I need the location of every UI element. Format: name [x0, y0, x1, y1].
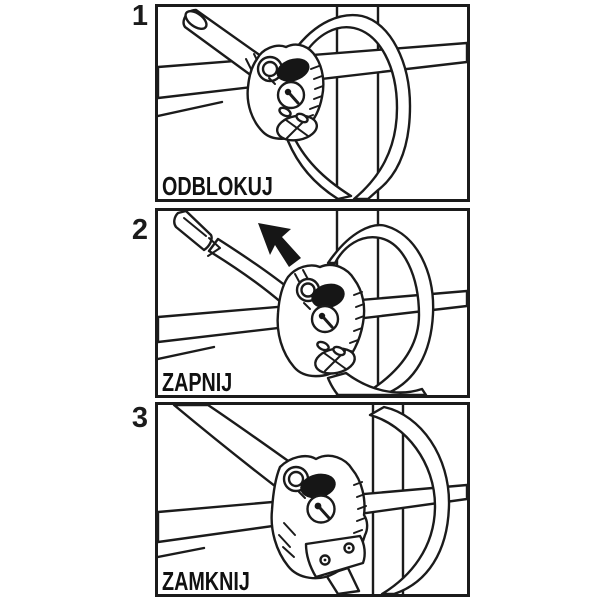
strap-tail — [326, 371, 428, 395]
strap-being-pulled — [173, 211, 294, 306]
step-1-number: 1 — [131, 0, 148, 32]
rack-post — [335, 7, 380, 199]
ratchet-drum — [275, 106, 319, 142]
lock-knob — [311, 283, 345, 309]
step-2-number: 2 — [131, 214, 148, 246]
pull-arrow-icon — [258, 223, 301, 267]
clamp-unlock-illustration — [158, 7, 467, 199]
lock-dial — [298, 491, 336, 524]
strap-loop — [292, 13, 412, 199]
lock-collar — [282, 465, 310, 493]
step-3-panel: ZAMKNIJ — [155, 402, 470, 597]
step-2-panel: ZAPNIJ — [155, 208, 470, 398]
clamp-fasten-illustration — [158, 211, 467, 395]
lock-dial — [303, 302, 340, 334]
step-2-label: ZAPNIJ — [162, 367, 233, 397]
lock-dial — [268, 77, 306, 110]
lock-knob — [300, 473, 336, 499]
step-1-label: ODBLOKUJ — [162, 171, 273, 201]
lock-collar — [256, 55, 284, 83]
ratchet-drum — [314, 340, 356, 375]
step-3-label: ZAMKNIJ — [162, 566, 250, 596]
buckle-plate — [304, 534, 366, 579]
step-1-panel: ODBLOKUJ — [155, 4, 470, 202]
step-3-number: 3 — [131, 402, 148, 434]
clamp-lock-illustration — [158, 405, 467, 594]
lock-knob — [276, 58, 310, 82]
strap-loop — [368, 405, 451, 594]
strap-tail — [286, 129, 353, 199]
